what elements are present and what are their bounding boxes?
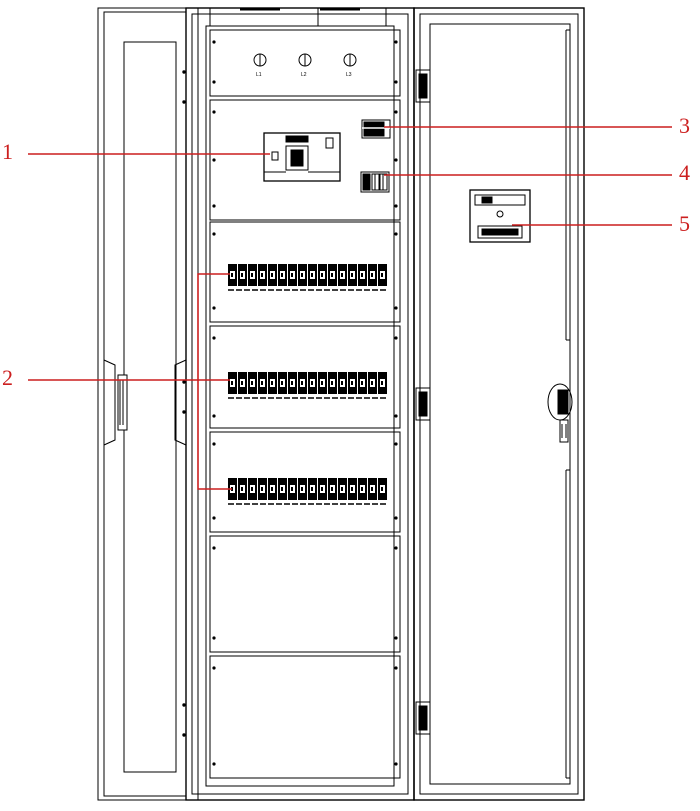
miniature-breaker bbox=[238, 478, 247, 500]
miniature-breaker bbox=[278, 264, 287, 286]
miniature-breaker bbox=[228, 264, 237, 286]
meter-label-3: L3 bbox=[346, 72, 352, 78]
miniature-breaker bbox=[348, 372, 357, 394]
miniature-breaker bbox=[288, 264, 297, 286]
miniature-breaker bbox=[378, 478, 387, 500]
breaker-rows bbox=[228, 264, 388, 505]
callout-bracket-2 bbox=[197, 273, 232, 490]
callout-lines bbox=[28, 126, 672, 490]
miniature-breaker bbox=[258, 478, 267, 500]
meter-label-1: L1 bbox=[256, 72, 262, 78]
meter-labels: L1 L2 L3 bbox=[256, 72, 352, 78]
miniature-breaker bbox=[248, 372, 257, 394]
miniature-breaker bbox=[328, 264, 337, 286]
miniature-breaker bbox=[348, 264, 357, 286]
callout-label-2: 2 bbox=[2, 365, 13, 390]
miniature-breaker bbox=[328, 372, 337, 394]
main-breaker bbox=[263, 132, 341, 182]
miniature-breaker bbox=[318, 478, 327, 500]
miniature-breaker bbox=[258, 372, 267, 394]
door-lock bbox=[547, 383, 573, 443]
miniature-breaker bbox=[348, 478, 357, 500]
callout-label-5: 5 bbox=[679, 211, 690, 236]
callout-label-4: 4 bbox=[679, 160, 690, 185]
miniature-breaker bbox=[288, 478, 297, 500]
miniature-breaker bbox=[228, 372, 237, 394]
miniature-breaker bbox=[338, 264, 347, 286]
auxiliary-breaker-top bbox=[361, 119, 391, 139]
miniature-breaker bbox=[368, 478, 377, 500]
auxiliary-breaker-bottom bbox=[360, 171, 390, 193]
miniature-breaker bbox=[358, 264, 367, 286]
panel-screws bbox=[212, 40, 398, 766]
miniature-breaker bbox=[248, 478, 257, 500]
breaker-row bbox=[228, 372, 388, 399]
miniature-breaker bbox=[378, 264, 387, 286]
miniature-breaker bbox=[378, 372, 387, 394]
breaker-row bbox=[228, 264, 388, 291]
miniature-breaker bbox=[338, 478, 347, 500]
miniature-breaker bbox=[268, 478, 277, 500]
mounting-panels bbox=[209, 29, 401, 779]
miniature-breaker bbox=[298, 478, 307, 500]
miniature-breaker bbox=[268, 372, 277, 394]
breaker-row bbox=[228, 478, 388, 505]
miniature-breaker bbox=[368, 372, 377, 394]
miniature-breaker bbox=[278, 478, 287, 500]
meters bbox=[253, 53, 357, 67]
door-hinges bbox=[415, 69, 431, 735]
miniature-breaker bbox=[338, 372, 347, 394]
miniature-breaker bbox=[318, 372, 327, 394]
miniature-breaker bbox=[238, 372, 247, 394]
miniature-breaker bbox=[318, 264, 327, 286]
miniature-breaker bbox=[268, 264, 277, 286]
left-side-panel bbox=[97, 7, 199, 801]
miniature-breaker bbox=[248, 264, 257, 286]
miniature-breaker bbox=[298, 372, 307, 394]
miniature-breaker bbox=[308, 372, 317, 394]
miniature-breaker bbox=[298, 264, 307, 286]
miniature-breaker bbox=[368, 264, 377, 286]
miniature-breaker bbox=[308, 478, 317, 500]
meter-label-2: L2 bbox=[301, 72, 307, 78]
callout-label-1: 1 bbox=[2, 139, 13, 164]
callout-label-3: 3 bbox=[679, 113, 690, 138]
miniature-breaker bbox=[278, 372, 287, 394]
miniature-breaker bbox=[258, 264, 267, 286]
miniature-breaker bbox=[358, 372, 367, 394]
miniature-breaker bbox=[328, 478, 337, 500]
miniature-breaker bbox=[358, 478, 367, 500]
door-controller bbox=[469, 189, 531, 243]
miniature-breaker bbox=[238, 264, 247, 286]
miniature-breaker bbox=[308, 264, 317, 286]
miniature-breaker bbox=[288, 372, 297, 394]
